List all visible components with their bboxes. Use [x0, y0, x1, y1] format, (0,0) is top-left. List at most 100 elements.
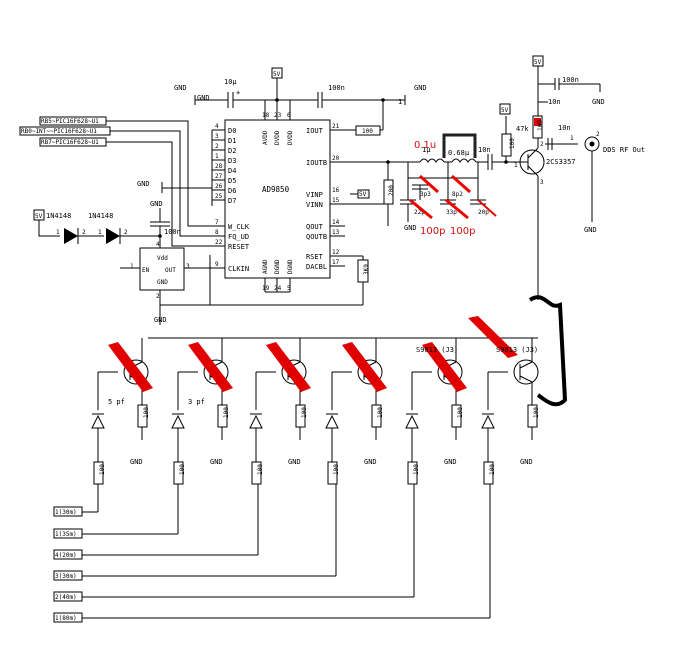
svg-text:100: 100 — [223, 407, 230, 418]
svg-text:GND: GND — [288, 458, 301, 466]
svg-text:1(30m): 1(30m) — [55, 509, 77, 516]
svg-text:26: 26 — [215, 183, 223, 190]
output-filter: 200 5V 1µ 0.68µ GND 3p3 8p2 22p 33p — [330, 133, 497, 237]
cap-100n-b-label: 100n — [562, 76, 579, 84]
svg-text:GND: GND — [154, 316, 167, 324]
svg-text:EN: EN — [142, 267, 150, 274]
cap-3p3-label: 3p3 — [420, 191, 431, 198]
svg-text:DVDD: DVDD — [274, 130, 281, 145]
gnd-label: GND — [137, 180, 150, 188]
svg-text:OUT: OUT — [165, 267, 176, 274]
svg-text:3: 3 — [215, 133, 219, 140]
svg-text:VINN: VINN — [306, 201, 323, 209]
resistor-3k9: 3K9 — [255, 255, 370, 306]
svg-text:W_CLK: W_CLK — [228, 223, 250, 231]
cap-5p-label: 5 pf — [108, 398, 125, 406]
svg-text:12: 12 — [332, 249, 340, 256]
band-labels: 1(30m)1(35m)4(20m)3(30m)2(40m)1(80m) — [53, 484, 491, 623]
svg-text:IOUTB: IOUTB — [306, 159, 327, 167]
svg-text:1: 1 — [98, 229, 102, 236]
svg-text:1: 1 — [130, 263, 134, 270]
svg-text:D7: D7 — [228, 197, 236, 205]
svg-text:2: 2 — [540, 141, 544, 148]
svg-text:CLKIN: CLKIN — [228, 265, 249, 273]
band-label: 2(40m) — [53, 484, 415, 602]
svg-text:2: 2 — [215, 143, 219, 150]
cap-33p-label: 33p — [446, 209, 457, 216]
svg-text:4: 4 — [156, 241, 160, 248]
cap-22p-label: 22p — [414, 209, 425, 216]
resistor-200-label: 200 — [388, 185, 395, 196]
rf-amplifier: 10n 100 5V 2CS3357 1 2 3 10Ω 47k 5V 100n… — [478, 55, 645, 300]
svg-text:3: 3 — [540, 179, 544, 186]
cap-100n-label: 100n — [328, 84, 345, 92]
svg-text:100: 100 — [179, 464, 186, 475]
svg-text:5V: 5V — [534, 59, 542, 66]
svg-text:DVDD: DVDD — [287, 130, 294, 145]
diode-2-label: 1N4148 — [88, 212, 113, 220]
svg-text:15: 15 — [332, 197, 340, 204]
cap-10n-b-label: 10n — [548, 98, 561, 106]
chip-name: AD9850 — [262, 185, 290, 194]
svg-text:AGND: AGND — [262, 259, 269, 274]
svg-text:7: 7 — [215, 219, 219, 226]
cap-100n-label: 100n — [164, 228, 181, 236]
svg-text:100: 100 — [99, 464, 106, 475]
svg-text:GND: GND — [584, 226, 597, 234]
svg-text:3K9: 3K9 — [363, 264, 370, 275]
svg-text:D4: D4 — [228, 167, 236, 175]
hand-drawn-loop — [528, 295, 568, 407]
svg-text:GND: GND — [592, 98, 605, 106]
svg-text:+: + — [236, 89, 240, 97]
svg-text:3(30m): 3(30m) — [55, 573, 77, 580]
chip-right-pins: 21IOUT20IOUTB16VINP15VINN14QOUT13QOUTB12… — [255, 123, 370, 306]
diode-1-label: 1N4148 — [46, 212, 71, 220]
svg-text:QOUT: QOUT — [306, 223, 324, 231]
svg-text:3: 3 — [186, 263, 190, 270]
net-rb5: RB5~PIC16F628~U1 — [41, 118, 99, 125]
supply-decoupling: GND GND 10µ + 100n GND 1 5V 100 — [174, 67, 427, 136]
note-0.1u: 0.1u — [414, 140, 436, 151]
band-label: 1(30m) — [53, 484, 99, 517]
oscillator: EN OUT GND Vdd 1 3 4 2 GND — [120, 236, 255, 325]
band-label: 1(80m) — [53, 484, 491, 623]
svg-text:100: 100 — [533, 407, 540, 418]
svg-text:1(80m): 1(80m) — [55, 615, 77, 622]
svg-text:D0: D0 — [228, 127, 236, 135]
svg-text:100: 100 — [377, 407, 384, 418]
svg-text:28: 28 — [215, 163, 223, 170]
svg-text:2(40m): 2(40m) — [55, 594, 77, 601]
resistor-100b-label: 100 — [509, 138, 516, 149]
svg-text:8: 8 — [215, 229, 219, 236]
svg-text:16: 16 — [332, 187, 340, 194]
note-100p-2: 100p — [450, 226, 475, 237]
svg-text:D1: D1 — [228, 137, 236, 145]
svg-text:1: 1 — [514, 162, 518, 169]
band-label: 3(30m) — [53, 484, 337, 581]
svg-text:14: 14 — [332, 219, 340, 226]
svg-text:1: 1 — [398, 98, 402, 106]
svg-text:D3: D3 — [228, 157, 236, 165]
svg-text:2: 2 — [82, 229, 86, 236]
vcc-label: 5V — [273, 71, 281, 78]
svg-text:Vdd: Vdd — [157, 255, 168, 262]
svg-text:9: 9 — [215, 261, 219, 268]
